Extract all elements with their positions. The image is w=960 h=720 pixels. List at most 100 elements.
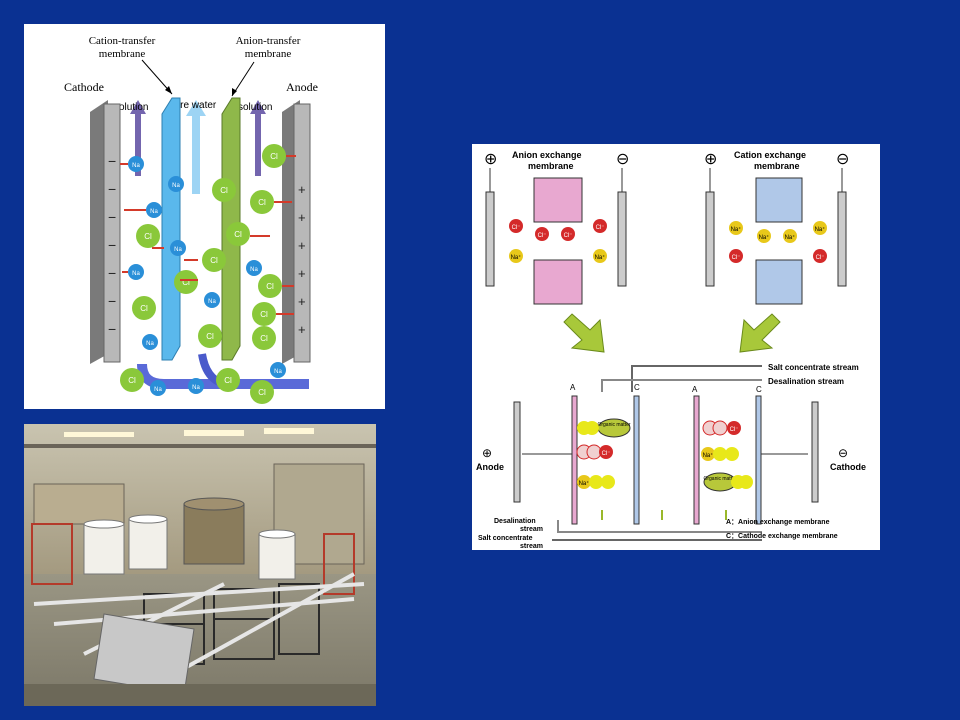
na-ions: Na Na Na Na Na Na Na Na Na Na Na: [128, 156, 286, 396]
cation-membrane-label: Cation-transfer: [89, 35, 156, 47]
facility-photo: [24, 424, 376, 706]
cation-membrane-top: [755, 177, 803, 223]
anion-cl-ions: Cl⁻ Cl⁻ Cl⁻ Cl⁻: [509, 219, 607, 241]
svg-text:Cl⁻: Cl⁻: [602, 451, 611, 457]
svg-text:Cl⁻: Cl⁻: [816, 255, 825, 261]
svg-text:Cl: Cl: [210, 256, 218, 265]
down-arrow-left: [563, 313, 605, 353]
anion-membrane-label: Anion-transfer: [236, 35, 301, 47]
svg-text:+: +: [298, 238, 306, 253]
svg-text:+: +: [298, 266, 306, 281]
cathode-plate: [103, 103, 121, 363]
svg-text:+: +: [298, 294, 306, 309]
bottom-ions: Organic matter Cl⁻ Na⁺ Cl⁻ Na⁺ Organic m…: [576, 418, 753, 492]
migration-arrows: [120, 155, 296, 315]
svg-text:Cl: Cl: [260, 334, 268, 343]
svg-text:Na⁺: Na⁺: [815, 226, 826, 233]
svg-text:+: +: [298, 182, 306, 197]
svg-text:Cl: Cl: [220, 186, 228, 195]
cation-title: Cation exchange: [734, 150, 806, 160]
svg-text:−: −: [108, 209, 116, 225]
svg-text:−: −: [108, 237, 116, 253]
anode-symbol: ⊕: [482, 446, 492, 460]
svg-text:Cl: Cl: [260, 310, 268, 319]
down-arrow-right: [739, 313, 781, 353]
anion-title: Anion exchange: [512, 150, 582, 160]
anode-label: Anode: [286, 80, 318, 94]
desal-stream-label: Desalination stream: [768, 377, 844, 386]
svg-text:Na⁺: Na⁺: [703, 452, 714, 459]
red-frames: [31, 523, 355, 595]
anion-na-ions: Na⁺ Na⁺: [509, 249, 607, 263]
svg-text:−: −: [108, 293, 116, 309]
svg-text:Na: Na: [132, 271, 140, 277]
svg-text:Na: Na: [208, 299, 216, 305]
svg-text:Cl: Cl: [182, 278, 190, 287]
cation-arrowhead: [165, 86, 172, 94]
electrode-plate: [837, 191, 847, 287]
svg-text:Cl: Cl: [224, 376, 232, 385]
svg-text:−: −: [108, 321, 116, 337]
cation-membrane-bottom: [755, 259, 803, 305]
svg-text:Na: Na: [172, 183, 180, 189]
anode-label: Anode: [476, 462, 504, 472]
svg-text:−: −: [108, 181, 116, 197]
c-membrane-1: [633, 395, 640, 525]
anion-membrane-bottom: [533, 259, 583, 305]
electrodialysis-diagram: Cation-transfer membrane Anion-transfer …: [24, 24, 385, 409]
svg-text:Na: Na: [274, 369, 282, 375]
front-tank: [93, 613, 195, 695]
svg-text:+: +: [298, 210, 306, 225]
svg-text:Na⁺: Na⁺: [759, 234, 770, 241]
anion-membrane-label-2: membrane: [245, 48, 292, 60]
svg-text:Cl⁻: Cl⁻: [564, 233, 573, 239]
cation-membrane-label-2: membrane: [99, 48, 146, 60]
pure-water-arrow: [186, 100, 206, 194]
svg-text:Na⁺: Na⁺: [785, 234, 796, 241]
anode-plate: [513, 401, 521, 503]
ceiling-lights: [64, 428, 314, 437]
svg-text:Cl⁻: Cl⁻: [596, 225, 605, 231]
cation-title-2: membrane: [754, 161, 800, 171]
bottom-desal-label: Desalination: [494, 518, 536, 525]
platform: [33, 483, 125, 525]
cation-membrane: [161, 97, 181, 361]
svg-text:Na: Na: [150, 209, 158, 215]
svg-text:Organic matter: Organic matter: [597, 422, 630, 428]
bottom-inflow: [601, 510, 727, 520]
pure-water-label: pure water: [169, 100, 217, 111]
svg-text:Na⁺: Na⁺: [579, 480, 590, 487]
anode-signs: + + + + + +: [298, 182, 306, 337]
bottom-salt-label: Salt concentrate: [478, 535, 533, 542]
a-membrane-1: [571, 395, 578, 525]
anion-arrowhead: [232, 88, 237, 96]
cathode-label: Cathode: [830, 462, 866, 472]
svg-text:Na: Na: [154, 387, 162, 393]
svg-text:Organic matter: Organic matter: [703, 476, 736, 482]
cathode-plate: [811, 401, 819, 503]
bottom-salt-label-2: stream: [520, 543, 543, 550]
beam: [24, 444, 376, 448]
tanks: [83, 497, 296, 580]
svg-text:Na: Na: [250, 267, 258, 273]
svg-text:−: −: [108, 265, 116, 281]
label-c-2: C: [756, 385, 762, 394]
a-membrane-2: [693, 395, 700, 525]
svg-text:Na: Na: [146, 341, 154, 347]
label-a-2: A: [692, 385, 698, 394]
label-a-1: A: [570, 383, 576, 392]
bottom-desal-label-2: stream: [520, 526, 543, 533]
salt-stream-line: [631, 365, 762, 392]
desal-stream-line: [601, 379, 762, 392]
svg-text:Cl⁻: Cl⁻: [732, 255, 741, 261]
cl-ions: Cl Cl Cl Cl Cl Cl Cl Cl Cl Cl Cl Cl Cl C…: [120, 144, 286, 404]
minus-symbol-right: ⊖: [836, 151, 849, 168]
electrode-plate: [705, 191, 715, 287]
electrode-plate: [617, 191, 627, 287]
svg-text:Na: Na: [174, 247, 182, 253]
salt-stream-label: Salt concentrate stream: [768, 363, 859, 372]
svg-text:+: +: [298, 322, 306, 337]
c-membrane-2: [755, 395, 762, 525]
anode-plate: [293, 103, 311, 363]
svg-text:Cl: Cl: [128, 376, 136, 385]
